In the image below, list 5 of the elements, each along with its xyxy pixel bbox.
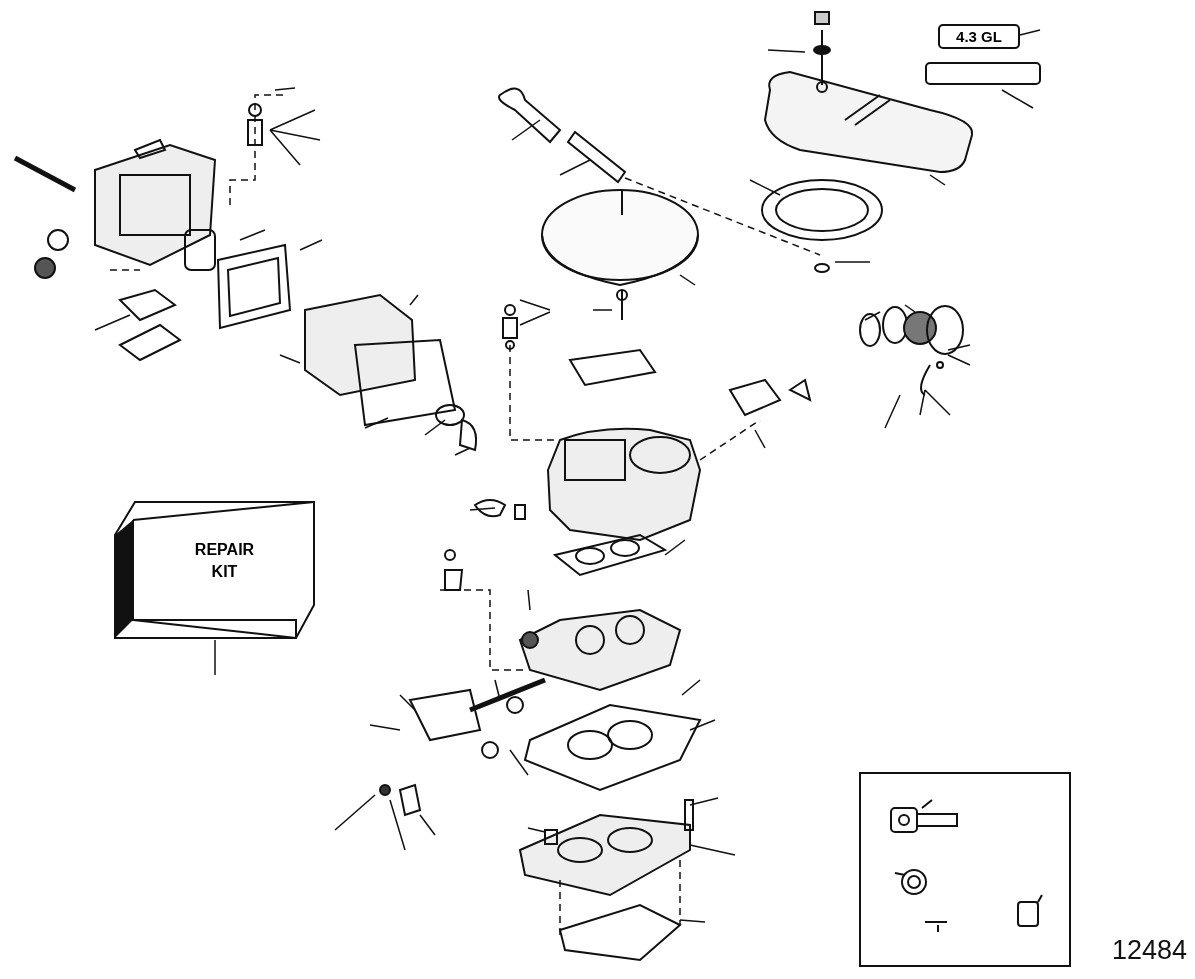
blank-decal xyxy=(925,62,1041,85)
label-text: REPAIR KIT xyxy=(193,540,256,582)
label-text: 4.3 GL xyxy=(956,28,1002,45)
decal-label xyxy=(938,24,1020,49)
figure-number: 12484 xyxy=(1112,935,1188,966)
